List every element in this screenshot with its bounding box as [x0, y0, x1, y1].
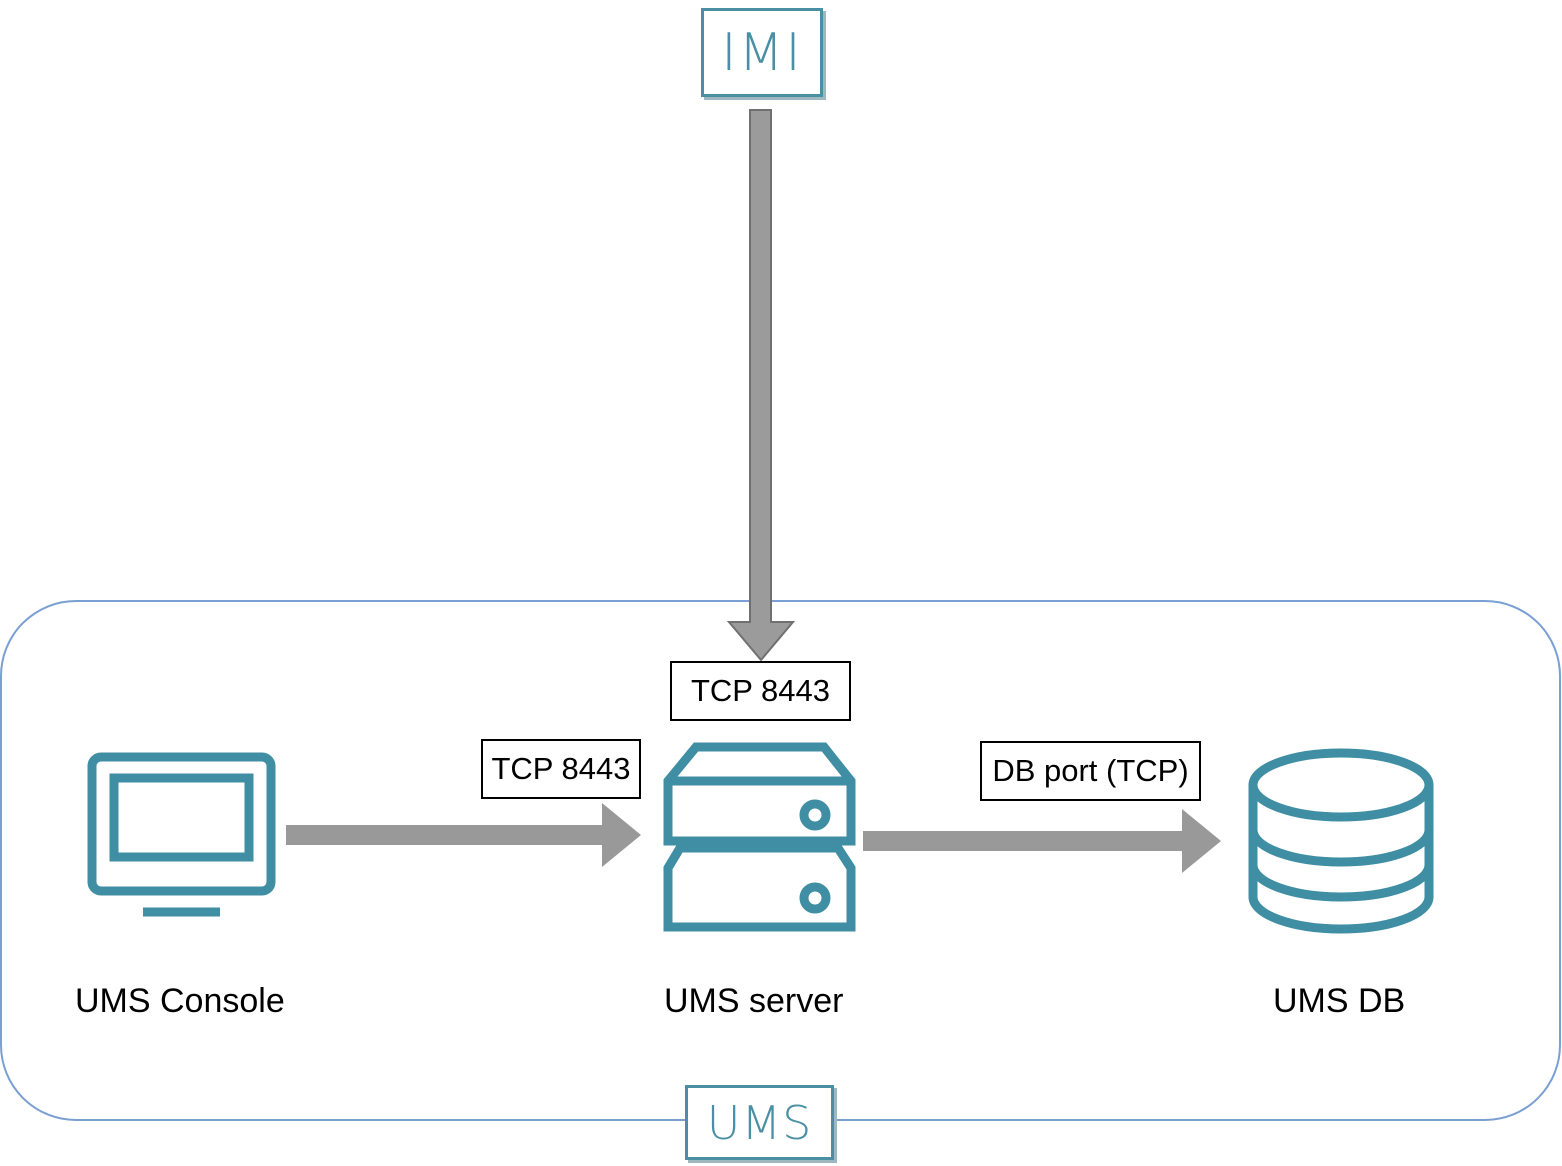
database-icon	[1248, 748, 1434, 934]
server-to-db-arrow	[863, 809, 1221, 873]
console-server-port-label: TCP 8443	[481, 739, 641, 799]
imi-server-port-label: TCP 8443	[670, 661, 851, 721]
monitor-icon	[87, 752, 276, 917]
imi-badge: IMI	[701, 8, 823, 97]
server-label: UMS server	[664, 982, 844, 1020]
console-to-server-arrow	[286, 803, 641, 867]
imi-label: IMI	[721, 22, 803, 83]
ums-badge: UMS	[685, 1085, 834, 1160]
db-label: UMS DB	[1273, 982, 1406, 1020]
ums-group-label: UMS	[706, 1095, 813, 1150]
server-db-port-label: DB port (TCP)	[980, 741, 1201, 801]
server-icon	[663, 742, 856, 932]
console-label: UMS Console	[75, 982, 285, 1020]
imi-to-server-arrow	[726, 109, 796, 662]
